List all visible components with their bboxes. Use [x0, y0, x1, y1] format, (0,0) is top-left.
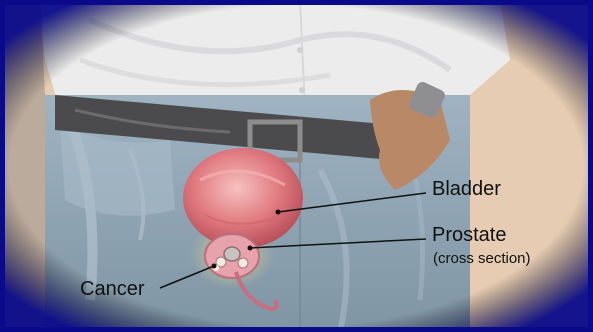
- prostate-label: Prostate: [432, 224, 506, 247]
- prostate-sublabel: (cross section): [433, 250, 531, 267]
- cancer-label: Cancer: [80, 278, 144, 301]
- bladder-label: Bladder: [432, 178, 501, 201]
